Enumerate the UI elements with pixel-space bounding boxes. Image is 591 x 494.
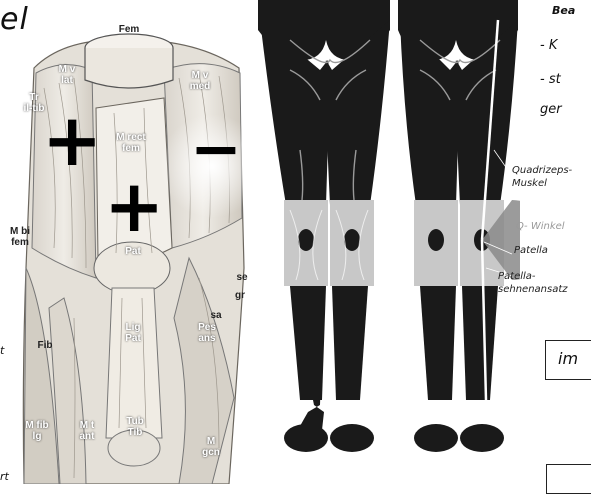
notes-line-2: - st: [540, 72, 561, 87]
label-patella: Patella: [514, 245, 548, 256]
minus-sign-medial: −: [190, 118, 242, 180]
label-q-winkel: Q- Winkel: [516, 221, 565, 232]
notes-line-3: ger: [540, 102, 562, 117]
label-quadrizeps-muskel: Quadrizeps- Muskel: [512, 164, 572, 190]
notes-column: Bea - K - st ger: [538, 0, 591, 160]
note-box-1-text: im: [558, 349, 578, 368]
label-m-fib-lg: M fib lg: [20, 420, 54, 442]
leg-pair-left: [258, 0, 390, 452]
margin-text-rt: rt: [0, 470, 9, 483]
label-fib: Fib: [32, 340, 58, 351]
note-box-1: im: [545, 340, 591, 380]
label-gr: gr: [230, 290, 250, 301]
margin-text-t: t: [0, 344, 4, 357]
note-box-2: [546, 464, 591, 494]
legs-silhouette-drawing: [250, 0, 520, 484]
label-sa: sa: [204, 310, 228, 321]
notes-heading: Bea: [552, 4, 575, 17]
label-m-bi-fem: M bi fem: [4, 226, 36, 248]
leg-pair-right: [398, 0, 520, 452]
label-pes-ans: Pes ans: [190, 322, 224, 344]
legs-q-angle-diagram: Quadrizeps- Muskel Q- Winkel Patella Pat…: [250, 0, 520, 484]
label-patellasehnenansatz: Patella- sehnenansatz: [498, 270, 568, 296]
notes-line-1: - K: [540, 38, 557, 53]
knee-anatomy-illustration: Fem M v lat Tr il-tib M v med M rect fem…: [4, 18, 252, 484]
label-se: se: [232, 272, 252, 283]
label-m-rect-fem: M rect fem: [108, 132, 154, 154]
label-m-v-med: M v med: [182, 70, 218, 92]
plus-sign-lateral: +: [42, 104, 102, 176]
label-m-t-ant: M t ant: [70, 420, 104, 442]
label-fem: Fem: [112, 24, 146, 35]
label-lig-pat: Lig Pat: [116, 322, 150, 344]
label-m-v-lat: M v lat: [52, 64, 82, 86]
label-tub-tib: Tub Tib: [118, 416, 152, 438]
plus-sign-rectus: +: [104, 170, 164, 242]
label-m-gcn: M gcn: [196, 436, 226, 458]
